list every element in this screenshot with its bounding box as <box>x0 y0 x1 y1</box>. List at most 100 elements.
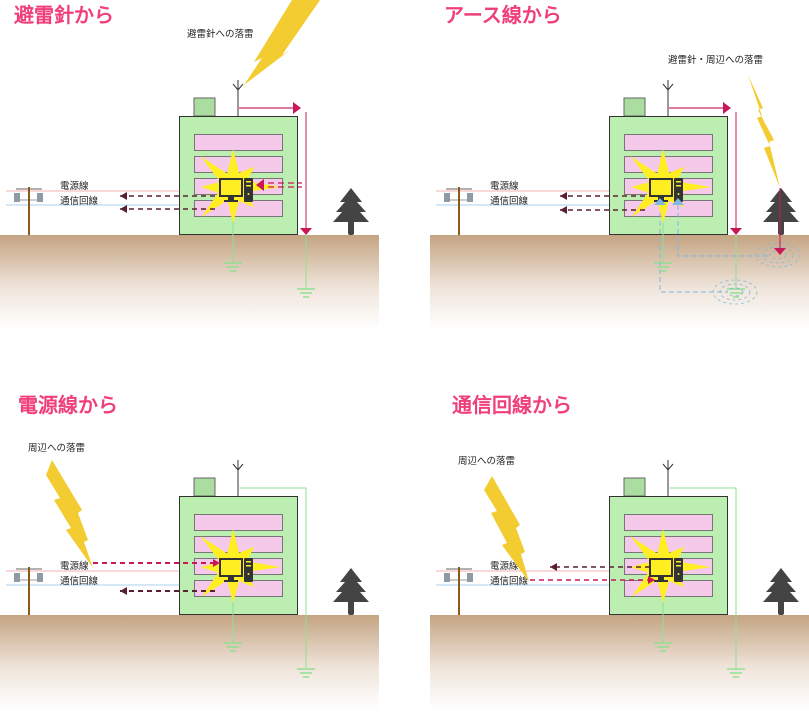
overlay <box>120 0 320 298</box>
panel-title: 通信回線から <box>452 393 572 417</box>
arrowhead-icon <box>560 192 567 200</box>
power-led <box>247 573 250 575</box>
rooftop-structure <box>623 97 646 117</box>
drive-slot <box>676 181 681 183</box>
window <box>624 514 713 531</box>
arrowhead-icon <box>723 102 731 114</box>
drive-slot <box>676 561 681 563</box>
drive-slot <box>676 565 681 567</box>
utility-pole-icon <box>14 187 43 235</box>
lightning-rod-tip <box>232 83 244 91</box>
power-line-label: 電源線 <box>60 560 89 572</box>
tree-trunk <box>348 600 354 615</box>
tree-crown <box>763 568 799 602</box>
monitor <box>219 558 243 577</box>
rod-ground-wire <box>238 487 307 668</box>
arrowhead-icon <box>560 206 567 214</box>
arrowhead-icon <box>550 563 557 571</box>
utility-pole-icon <box>14 567 43 615</box>
ripple-ring <box>769 250 787 260</box>
comm-line-label: 通信回線 <box>60 195 99 207</box>
drive-slot <box>246 185 251 187</box>
lightning-bolt-icon <box>46 460 93 568</box>
overlay <box>484 476 745 678</box>
insulator <box>14 573 20 582</box>
monitor-stand <box>228 577 234 580</box>
strike-label: 避雷針への落雷 <box>187 28 254 40</box>
monitor <box>649 178 673 197</box>
power-led <box>677 573 680 575</box>
pc-tower <box>674 178 683 202</box>
tree-crown <box>763 188 799 222</box>
arrowhead-icon <box>256 179 264 191</box>
tree-icon <box>333 188 369 235</box>
power-led <box>677 193 680 195</box>
power-line-label: 電源線 <box>490 560 519 572</box>
ground-symbol-icon <box>654 262 672 272</box>
ground-symbol-icon <box>654 642 672 652</box>
overlay <box>46 460 315 678</box>
arrowhead-icon <box>300 228 312 235</box>
comm-line-label: 通信回線 <box>60 575 99 587</box>
utility-pole-icon <box>444 187 473 235</box>
rooftop-structure <box>193 477 216 497</box>
insulator <box>444 573 450 582</box>
comm-line-label: 通信回線 <box>490 195 529 207</box>
strike-label: 周辺への落雷 <box>458 455 515 467</box>
strike-label: 周辺への落雷 <box>28 442 85 454</box>
arrowhead-icon <box>120 587 127 595</box>
monitor-base <box>654 580 668 582</box>
drive-slot <box>246 565 251 567</box>
insulator <box>37 193 43 202</box>
panel-title: アース線から <box>444 3 562 27</box>
computer-icon <box>219 558 253 582</box>
pc-tower <box>244 178 253 202</box>
lightning-rod-tip <box>662 83 674 91</box>
insulator <box>444 193 450 202</box>
tree-trunk <box>348 220 354 235</box>
ripple-ring <box>755 242 801 268</box>
monitor-stand <box>228 197 234 200</box>
panel-title: 避雷針から <box>14 3 114 27</box>
tree-trunk <box>778 600 784 615</box>
ground-symbol-icon <box>224 642 242 652</box>
power-line-label: 電源線 <box>490 180 519 192</box>
arrowhead-icon <box>120 192 127 200</box>
tree-icon <box>763 568 799 615</box>
arrowhead-icon <box>213 559 220 567</box>
rod-ground-wire <box>668 487 737 668</box>
ground-symbol-icon <box>727 288 745 298</box>
insulator <box>37 573 43 582</box>
window <box>624 134 713 151</box>
lightning-bolt-icon <box>244 0 320 85</box>
ground-symbol-icon <box>727 668 745 678</box>
lightning-rod-tip <box>662 463 674 471</box>
strike-label: 避雷針・周辺への落雷 <box>668 54 763 66</box>
monitor-base <box>224 200 238 202</box>
earth-potential-ripple <box>755 242 801 268</box>
arrowhead-icon <box>672 198 684 205</box>
tree-icon <box>333 568 369 615</box>
rooftop-structure <box>623 477 646 497</box>
window <box>194 134 283 151</box>
lightning-bolt-icon <box>484 476 529 582</box>
power-led <box>247 193 250 195</box>
overlay <box>560 75 801 305</box>
insulator <box>467 193 473 202</box>
drive-slot <box>676 185 681 187</box>
window <box>194 514 283 531</box>
ground-earth <box>0 615 379 710</box>
earth-current-path <box>677 205 770 257</box>
arrowhead-icon <box>774 248 786 255</box>
lightning-rod-tip <box>232 463 244 471</box>
tree-crown <box>333 568 369 602</box>
ground-earth <box>0 235 379 330</box>
utility-pole-icon <box>444 567 473 615</box>
